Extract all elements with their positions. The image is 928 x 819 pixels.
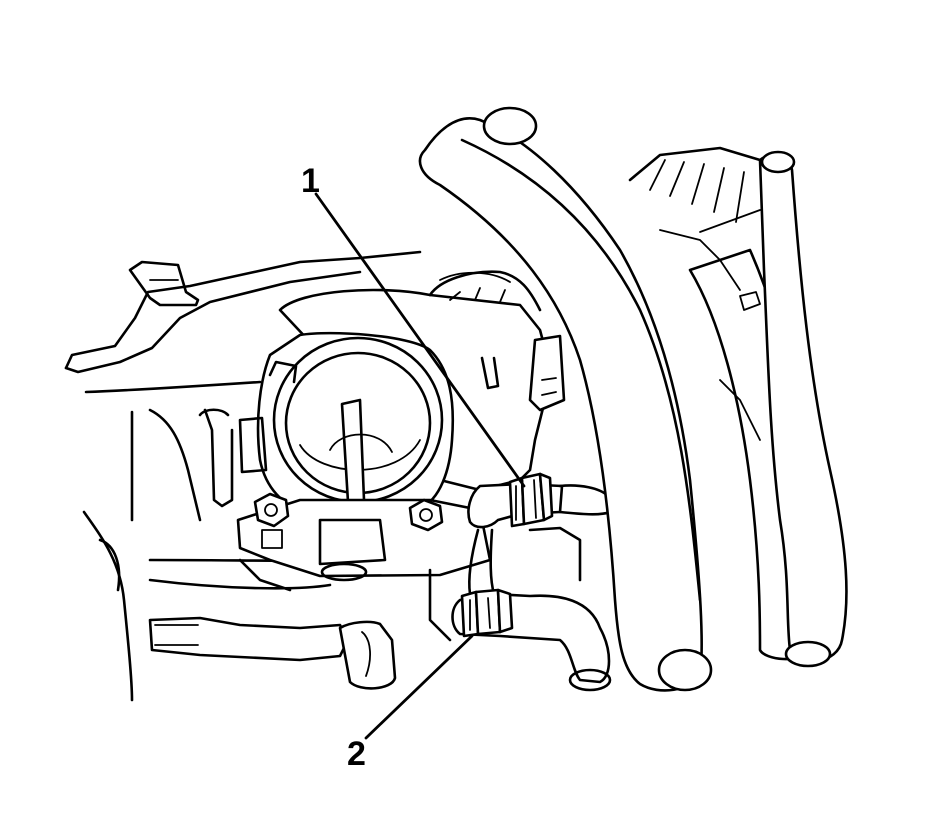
lower-fittings xyxy=(238,526,582,642)
leader-line-1 xyxy=(314,192,526,488)
sensor-connector xyxy=(528,334,566,412)
leader-line-2 xyxy=(364,634,474,740)
callout-2: 2 xyxy=(347,735,366,773)
engine-casting xyxy=(82,408,422,702)
bolt-right xyxy=(408,498,444,532)
hose-clamp-1 xyxy=(508,472,554,528)
right-hose xyxy=(758,150,848,668)
large-hose xyxy=(418,106,713,692)
callout-1: 1 xyxy=(301,162,320,200)
throttle-body xyxy=(236,270,550,582)
upper-left-bracket xyxy=(64,250,422,394)
hose-clamp-2 xyxy=(460,588,514,638)
bolt-left xyxy=(253,492,290,549)
finned-component xyxy=(628,146,762,441)
